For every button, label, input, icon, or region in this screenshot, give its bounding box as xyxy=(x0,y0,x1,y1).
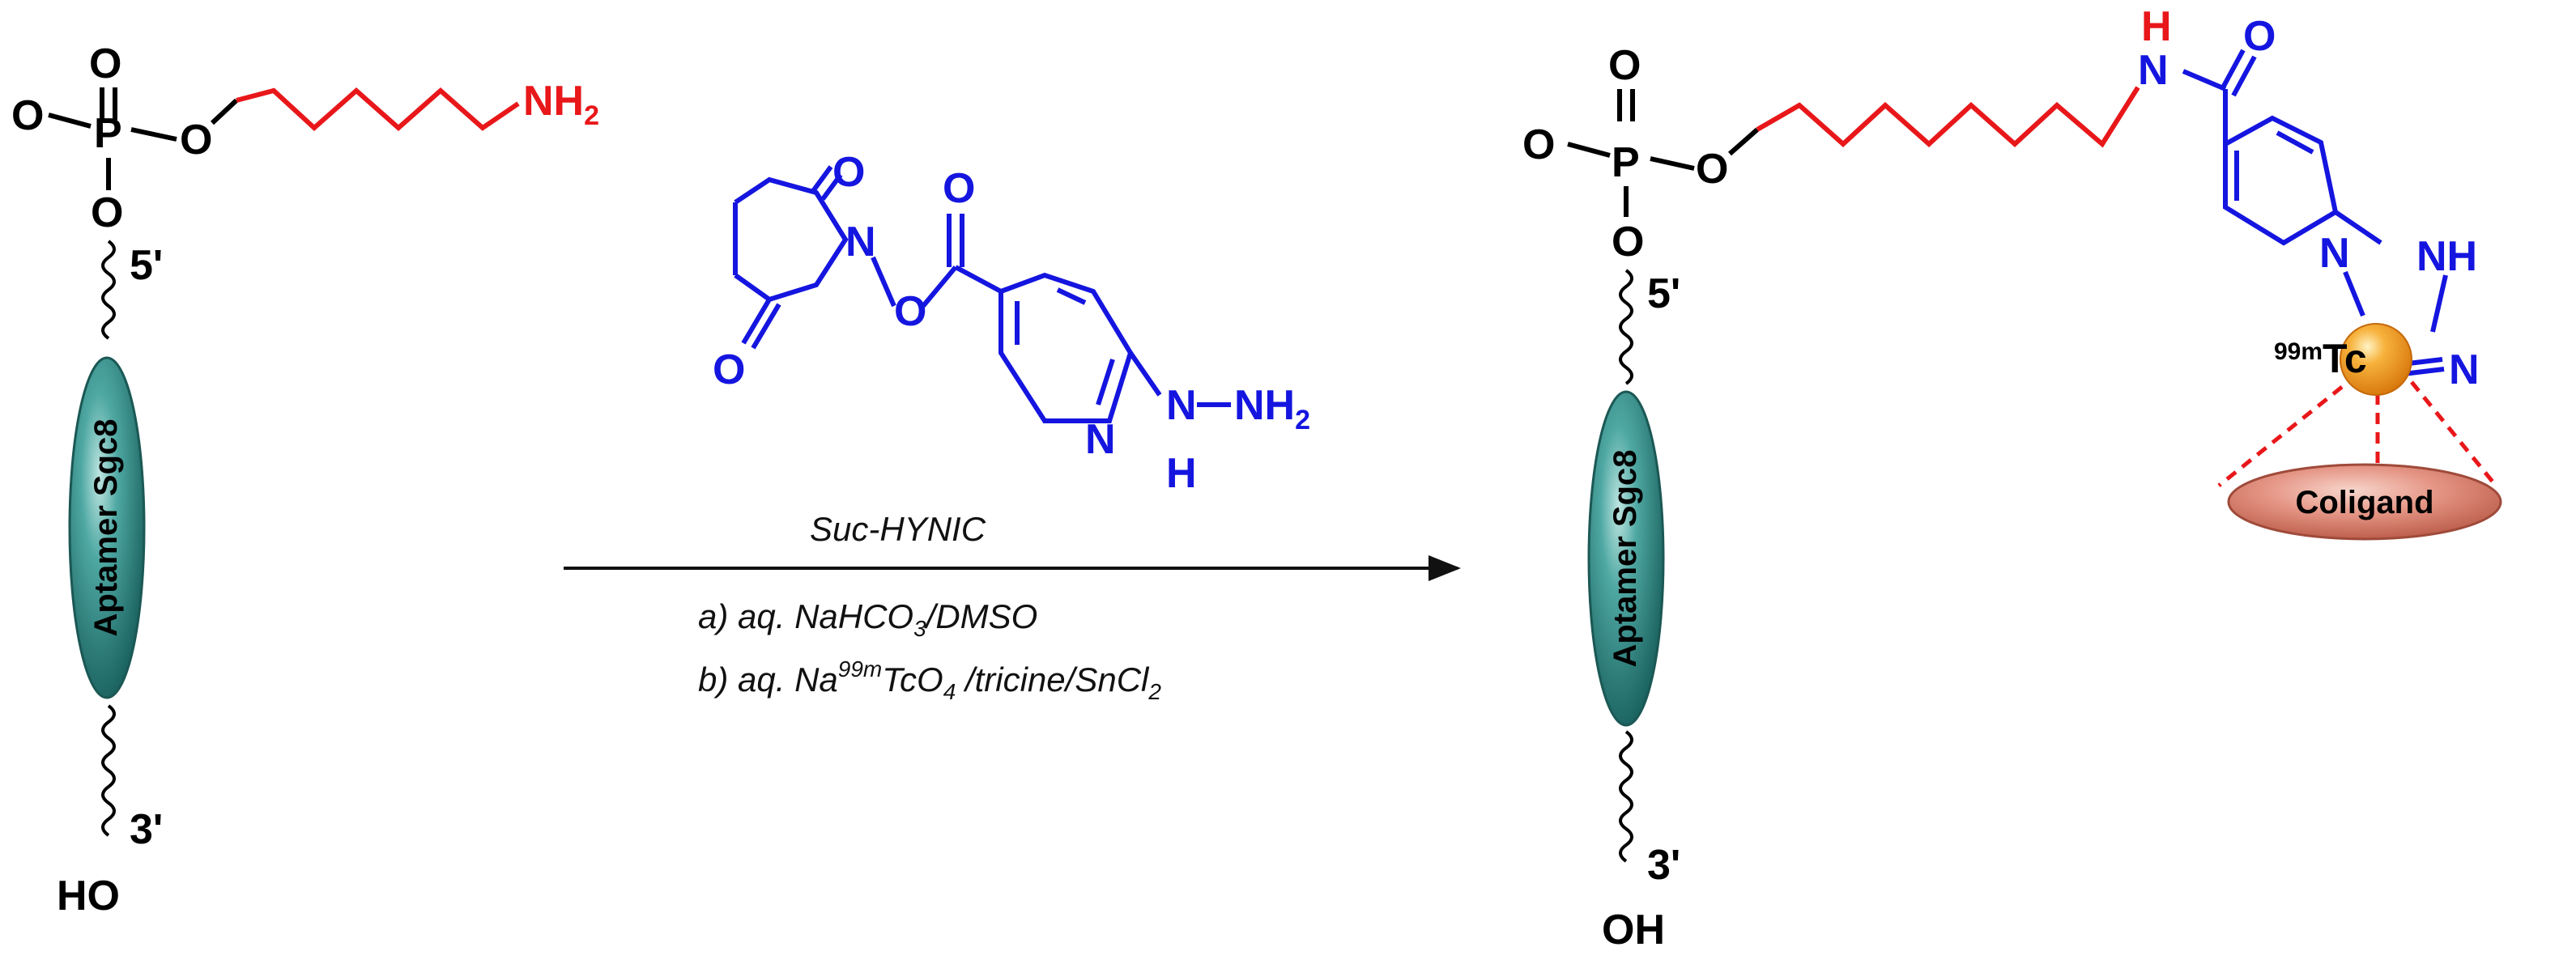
left-nh2: NH2 xyxy=(523,78,599,131)
reagent-h: H xyxy=(1166,450,1197,497)
right-aptamer-label: Aptamer Sgc8 xyxy=(1607,450,1643,668)
left-aptamer-label: Aptamer Sgc8 xyxy=(88,419,124,637)
reagent-o-ester: O xyxy=(943,165,975,212)
left-o-linker-bond xyxy=(210,98,239,125)
left-hexyl-chain xyxy=(236,87,520,132)
pyridine-inner-3 xyxy=(1096,359,1115,406)
tc-n-ring-bond xyxy=(2343,270,2365,317)
reagent-n-imide: N xyxy=(845,219,876,265)
tc-ball xyxy=(2340,323,2412,396)
succinimide-co-top-b xyxy=(820,173,843,201)
hydrazine-bond-1 xyxy=(1128,351,1162,397)
right-amide-o: O xyxy=(2243,13,2276,60)
succinimide-ring xyxy=(734,176,849,303)
right-p: P xyxy=(1612,139,1640,186)
o-c-bond xyxy=(921,265,958,308)
coligand-dash-left xyxy=(2217,385,2344,487)
amide-co-a xyxy=(2220,49,2246,91)
right-pyridine-inner-1 xyxy=(2276,130,2314,155)
succinimide-co-top-a xyxy=(811,165,833,193)
left-wavy-5prime xyxy=(101,240,116,340)
reaction-arrow-group: Suc-HYNIC a) aq. NaHCO3/DMSO b) aq. Na99… xyxy=(564,510,1461,704)
coligand-ellipse xyxy=(2227,463,2502,541)
right-o-p-bond xyxy=(1567,142,1611,158)
right-oh: OH xyxy=(1602,907,1665,953)
amide-co-b xyxy=(2231,55,2257,97)
left-structure: O O P O O NH2 5' Aptamer Sgc8 3' HO xyxy=(11,40,599,919)
right-ring-n: N xyxy=(2319,230,2350,277)
left-o-ester: O xyxy=(180,117,212,163)
triazole-eq-b xyxy=(2403,367,2445,376)
right-o-bottom: O xyxy=(1612,219,1644,265)
right-structure: O O P O O H N O N NH N 5' Aptamer Sgc8 3… xyxy=(1522,3,2502,953)
reagent-n-hydrazine: N xyxy=(1166,382,1197,429)
c-ring-bond xyxy=(954,265,1003,294)
left-o-left: O xyxy=(11,92,44,139)
condition-b: b) aq. Na99mTcO4 /tricine/SnCl2 xyxy=(698,656,1161,704)
coligand-label: Coligand xyxy=(2295,485,2433,520)
pyridine-inner-2 xyxy=(1056,287,1087,305)
right-amide-n: N xyxy=(2138,47,2169,94)
condition-a: a) aq. NaHCO3/DMSO xyxy=(698,597,1037,641)
reagent-name: Suc-HYNIC xyxy=(810,510,986,548)
left-p: P xyxy=(94,110,122,157)
right-o-ester: O xyxy=(1696,146,1728,193)
succinimide-co-bottom-a xyxy=(741,298,772,345)
reagent-o-bottom: O xyxy=(713,346,745,393)
left-5prime: 5' xyxy=(130,242,163,289)
triazole-bond-1 xyxy=(2334,210,2382,245)
right-hexyl-chain xyxy=(1756,86,2140,148)
right-3prime: 3' xyxy=(1647,842,1680,889)
left-ho: HO xyxy=(57,873,120,919)
left-o-top: O xyxy=(89,40,121,87)
n-o-bond xyxy=(871,256,896,308)
right-amide-h: H xyxy=(2141,3,2172,50)
left-o-bottom: O xyxy=(91,189,123,236)
reagent-n-pyridine: N xyxy=(1085,416,1116,463)
right-p-o-ester-bond xyxy=(1650,156,1695,171)
left-3prime: 3' xyxy=(130,806,163,853)
left-p-o-ester-bond xyxy=(130,127,177,142)
reagent-o-top: O xyxy=(832,149,865,196)
right-o-linker-bond xyxy=(1728,127,1759,156)
left-wavy-3prime xyxy=(101,704,116,837)
left-aptamer-ellipse xyxy=(68,356,146,699)
right-5prime: 5' xyxy=(1647,270,1680,317)
right-ring-n-eq: N xyxy=(2449,346,2480,393)
right-ring-nh: NH xyxy=(2416,233,2477,280)
reagent-nh2: NH2 xyxy=(1234,382,1310,435)
tc-label: 99mTc xyxy=(2274,336,2367,381)
right-wavy-5prime xyxy=(1619,269,1633,385)
pyridine-ring xyxy=(998,272,1134,423)
right-aptamer-ellipse xyxy=(1587,390,1665,727)
right-o-top: O xyxy=(1608,42,1641,89)
right-wavy-3prime xyxy=(1619,730,1633,863)
right-o-left: O xyxy=(1522,121,1555,168)
triazole-bond-2 xyxy=(2430,274,2448,333)
amide-n-c-bond xyxy=(2182,69,2227,91)
reagent-o-link: O xyxy=(894,288,926,335)
reagent-structure: O O N O O N N NH2 H xyxy=(713,149,1310,497)
coligand-dash-right xyxy=(2410,380,2497,487)
succinimide-co-bottom-b xyxy=(751,303,781,350)
left-o-p-bond xyxy=(48,113,92,129)
